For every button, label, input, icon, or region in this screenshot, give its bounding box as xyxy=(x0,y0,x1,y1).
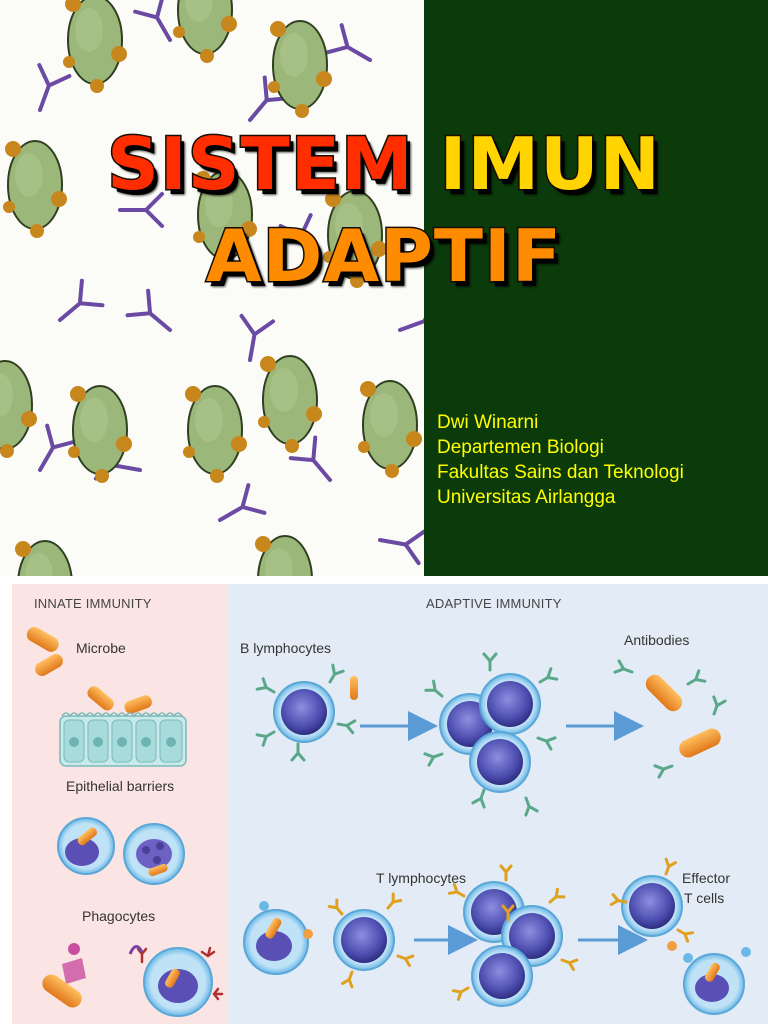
t-lymphocyte-clones xyxy=(447,864,579,1007)
epithelial-barriers-label: Epithelial barriers xyxy=(66,778,175,794)
antibody-antigen-pattern xyxy=(0,0,424,576)
innate-immunity-header: INNATE IMMUNITY xyxy=(34,596,152,611)
title-slide: SISTEM IMUN ADAPTIF Dwi Winarni Departem… xyxy=(0,0,768,576)
t-lymphocytes-label: T lymphocytes xyxy=(376,870,466,886)
epithelial-cells xyxy=(59,712,187,767)
author-department: Departemen Biologi xyxy=(437,437,604,458)
slide-right-panel xyxy=(424,0,768,576)
author-faculty: Fakultas Sains dan Teknologi xyxy=(437,462,684,483)
author-university: Universitas Airlangga xyxy=(437,487,616,508)
t-cells-label: T cells xyxy=(684,890,725,906)
antibodies-label: Antibodies xyxy=(624,632,690,648)
author-name: Dwi Winarni xyxy=(437,412,539,433)
effector-label: Effector xyxy=(682,870,730,886)
immunity-figure: INNATE IMMUNITY ADAPTIVE IMMUNITY Microb… xyxy=(12,584,768,1024)
title-word-adaptif: ADAPTIF xyxy=(204,213,563,300)
b-lymphocytes-label: B lymphocytes xyxy=(240,640,332,656)
b-lymphocyte-clones xyxy=(423,652,559,817)
slide-title: SISTEM IMUN ADAPTIF xyxy=(0,118,768,302)
author-block: Dwi Winarni Departemen Biologi Fakultas … xyxy=(437,410,684,510)
effector-t-cells xyxy=(609,857,751,1015)
t-lymphocyte-apc xyxy=(243,901,313,975)
antibodies-neutralizing xyxy=(613,659,727,779)
phagocytes-label: Phagocytes xyxy=(82,908,156,924)
title-word-sistem: SISTEM xyxy=(106,121,414,208)
microbe-label: Microbe xyxy=(76,640,126,656)
title-word-imun: IMUN xyxy=(438,121,661,208)
b-lymphocyte-naive xyxy=(255,663,358,762)
immunity-illustration xyxy=(26,627,751,1017)
adaptive-immunity-header: ADAPTIVE IMMUNITY xyxy=(426,596,562,611)
t-lymphocyte-naive xyxy=(327,892,415,989)
